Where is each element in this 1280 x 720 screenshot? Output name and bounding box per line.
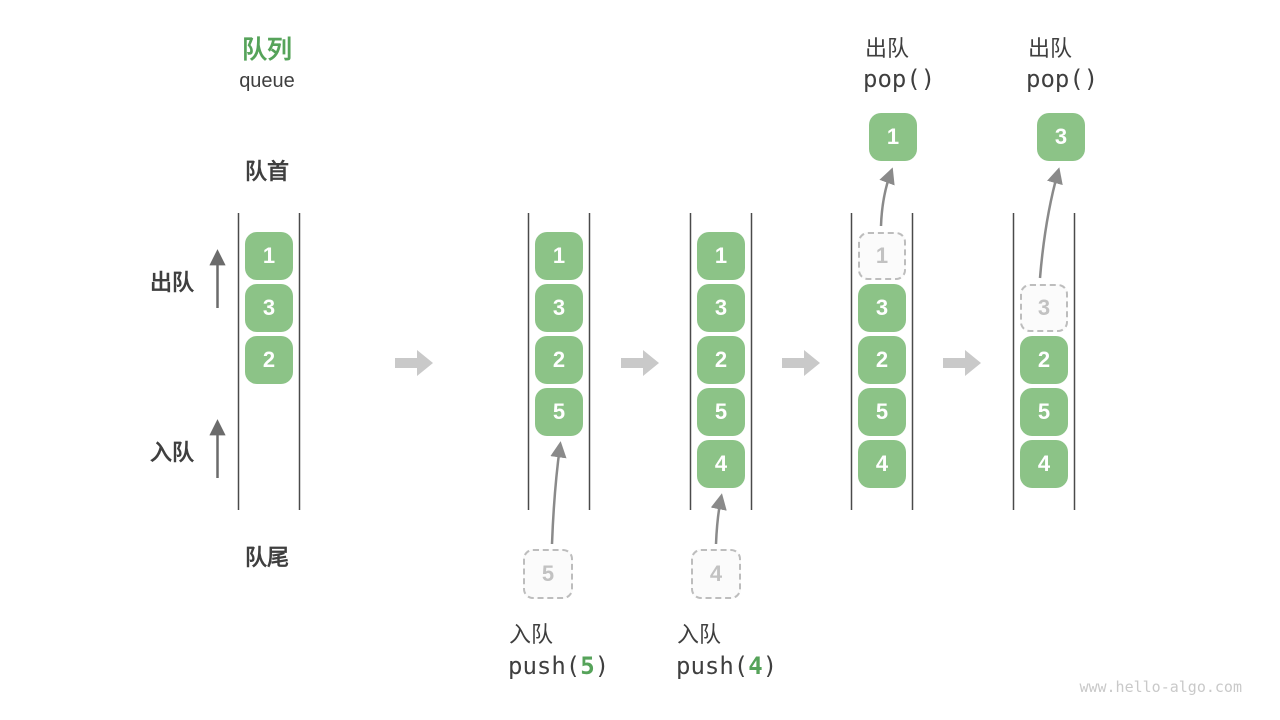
queue-container-lines — [237, 213, 1076, 510]
queue-item: 1 — [697, 232, 745, 280]
enqueue-side-label: 入队 — [150, 440, 195, 465]
pop3-arrow — [1038, 167, 1063, 279]
code-text: push( — [508, 652, 581, 680]
queue-item: 3 — [697, 284, 745, 332]
right-arrow-icon — [621, 350, 659, 376]
diagram-title-zh: 队列 — [241, 36, 292, 64]
push5-op-code: push(5) — [508, 652, 609, 680]
code-text: push( — [676, 652, 749, 680]
queue-item-removed: 1 — [858, 232, 906, 280]
queue-item: 5 — [858, 388, 906, 436]
queue-item: 5 — [535, 388, 583, 436]
queue-item: 2 — [245, 336, 293, 384]
staged-item: 4 — [691, 549, 741, 599]
queue-item: 2 — [535, 336, 583, 384]
code-text: ) — [762, 652, 778, 680]
pop1-arrow — [879, 167, 895, 227]
push4-op-label: 入队 — [677, 622, 722, 647]
right-arrow-icon — [395, 350, 433, 376]
right-arrow-icon — [943, 350, 981, 376]
popped-item: 1 — [869, 113, 917, 161]
queue-item: 2 — [1020, 336, 1068, 384]
queue-front-label: 队首 — [244, 159, 289, 184]
queue-rear-label: 队尾 — [244, 545, 289, 570]
queue-item: 1 — [245, 232, 293, 280]
pop2-op-code: pop() — [1026, 65, 1099, 93]
queue-item-removed: 3 — [1020, 284, 1068, 332]
queue-item: 3 — [535, 284, 583, 332]
staged-item: 5 — [523, 549, 573, 599]
dequeue-side-label: 出队 — [150, 270, 195, 295]
popped-item: 3 — [1037, 113, 1085, 161]
pop1-op-code: pop() — [863, 65, 936, 93]
pop2-op-label: 出队 — [1028, 36, 1073, 61]
queue-item: 2 — [697, 336, 745, 384]
right-arrow-icon — [782, 350, 820, 376]
queue-item: 4 — [1020, 440, 1068, 488]
push5-arrow — [550, 441, 567, 545]
queue-item: 3 — [858, 284, 906, 332]
queue-item: 5 — [697, 388, 745, 436]
pop1-op-label: 出队 — [865, 36, 910, 61]
queue-item: 4 — [858, 440, 906, 488]
queue-item: 4 — [697, 440, 745, 488]
push4-arrow — [710, 493, 727, 545]
queue-item: 1 — [535, 232, 583, 280]
diagram-title-en: queue — [239, 70, 295, 92]
push5-op-label: 入队 — [509, 622, 554, 647]
queue-item: 5 — [1020, 388, 1068, 436]
watermark: www.hello-algo.com — [1079, 678, 1242, 696]
push4-op-code: push(4) — [676, 652, 777, 680]
code-text: ) — [594, 652, 610, 680]
queue-item: 2 — [858, 336, 906, 384]
code-arg: 5 — [580, 652, 595, 680]
queue-item: 3 — [245, 284, 293, 332]
code-arg: 4 — [748, 652, 763, 680]
